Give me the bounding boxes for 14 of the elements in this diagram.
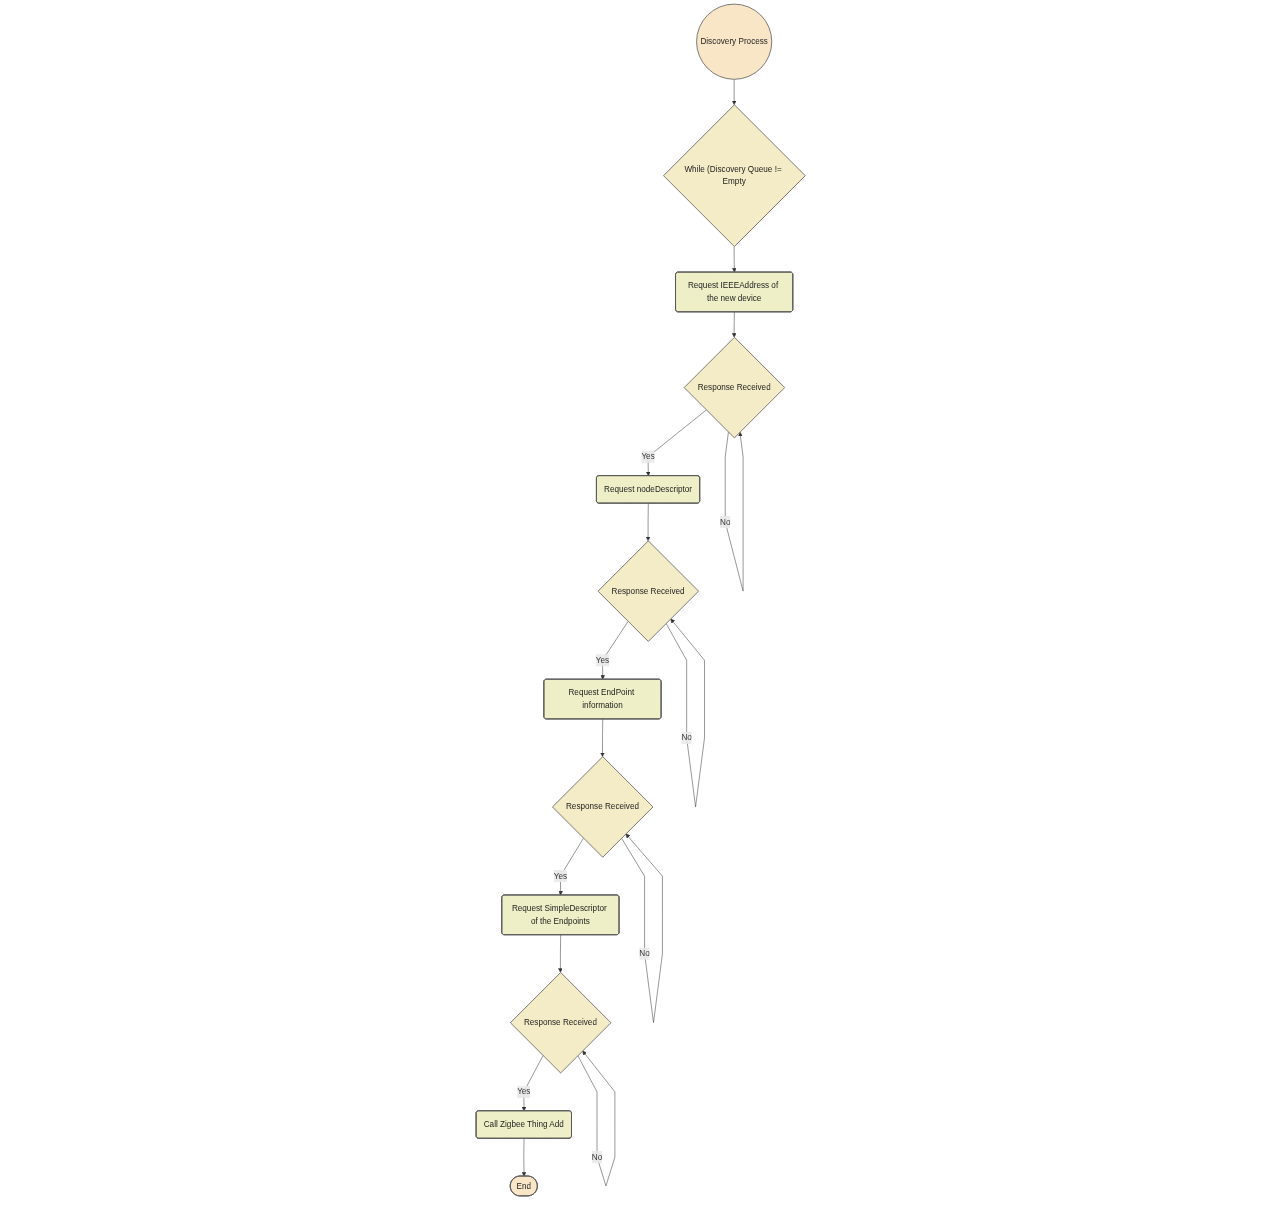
edge-label: No bbox=[639, 949, 650, 958]
node-circle: Discovery Process bbox=[696, 3, 772, 80]
edge-label: Yes bbox=[553, 871, 567, 881]
edge-label: No bbox=[681, 733, 692, 742]
node-diamond: While (Discovery Queue != Empty bbox=[662, 104, 806, 247]
edge-label: Yes bbox=[641, 452, 655, 461]
node-diamond: Response Received bbox=[509, 972, 612, 1074]
node-diamond: Response Received bbox=[597, 540, 699, 642]
edge-label: Yes bbox=[595, 655, 609, 665]
node-diamond: Response Received bbox=[551, 756, 654, 858]
node-diamond: Response Received bbox=[683, 336, 785, 439]
edge-label: No bbox=[719, 517, 731, 527]
edge-label: Yes bbox=[516, 1087, 531, 1096]
edge-label: No bbox=[591, 1152, 603, 1162]
